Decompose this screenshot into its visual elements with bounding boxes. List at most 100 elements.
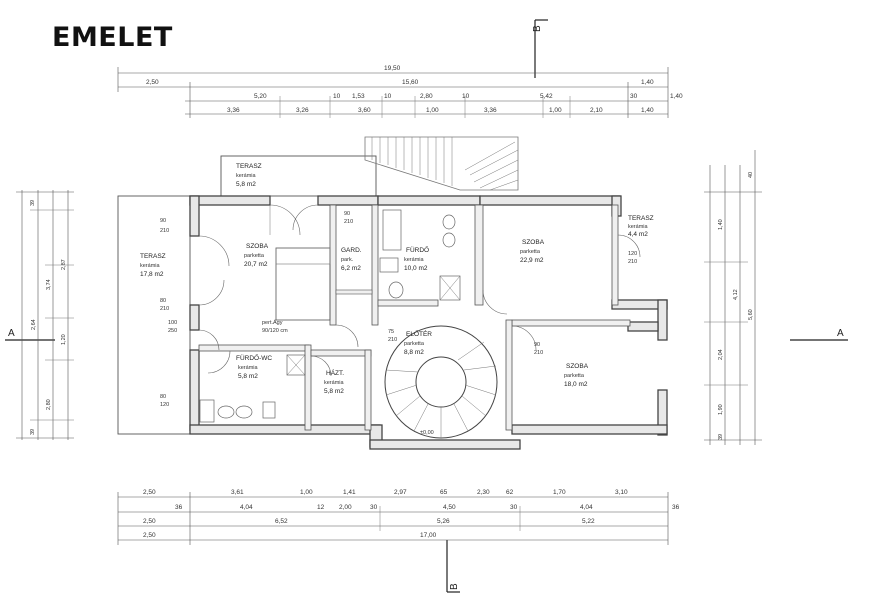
door-tag: 210	[534, 350, 543, 356]
room-szoba1-name: SZOBA	[246, 243, 269, 250]
room-terasz-top-area: 5,8 m2	[236, 181, 256, 188]
terrace-left-outline	[117, 195, 191, 435]
room-terasz-right-floor: kerámia	[628, 224, 649, 230]
dim-bot-r1-1: 3,61	[231, 489, 244, 496]
dim-top-r4-5: 1,00	[549, 107, 562, 114]
dim-top-r2-c: 1,40	[641, 79, 654, 86]
dimension-lines-right: 40 1,40 4,12 5,60 2,04 1,90 39	[704, 150, 762, 445]
door-tag: 210	[160, 306, 169, 312]
room-furdowc-name: FÜRDŐ-WC	[236, 353, 272, 362]
dim-bot-r2-2: 12	[317, 504, 325, 511]
dim-top-r2-a: 2,50	[146, 79, 159, 86]
dim-top-r4-1: 3,26	[296, 107, 309, 114]
room-haztart-floor: kerámia	[324, 380, 345, 386]
room-furdowc-floor: kerámia	[238, 365, 259, 371]
dim-right-5: 1,90	[718, 404, 724, 415]
dim-bot-r1-9: 3,10	[615, 489, 628, 496]
room-gard-name: GARD.	[341, 247, 362, 254]
door-tag: 90	[160, 218, 166, 224]
door-tag: 100	[168, 320, 177, 326]
room-terasz-left-floor: kerámia	[140, 263, 161, 269]
door-tag: 120	[160, 402, 169, 408]
terrace-top-outline	[220, 155, 377, 197]
door-tag: 120	[628, 251, 637, 257]
note-level: ±0,00	[420, 430, 434, 436]
dimension-lines-left: 39 2,64 3,74 2,87 1,20 2,80 39	[16, 190, 74, 440]
section-label-a-left: A	[8, 328, 15, 339]
door-tag: 250	[168, 328, 177, 334]
door-tag: 210	[628, 259, 637, 265]
dim-top-r3-8: 1,40	[670, 93, 683, 100]
dim-top-r2-b: 15,60	[402, 79, 419, 86]
room-furdo-area: 10,0 m2	[404, 265, 428, 272]
door-tag: 210	[344, 219, 353, 225]
dim-right-0: 40	[748, 172, 754, 178]
dim-left-4: 1,20	[61, 334, 67, 345]
dim-bot-r4-1: 17,00	[420, 532, 437, 539]
door-tag: 210	[160, 228, 169, 234]
section-label-b-top: B	[532, 25, 543, 32]
dim-top-r4-4: 3,36	[484, 107, 497, 114]
room-terasz-right-area: 4,4 m2	[628, 231, 648, 238]
interior-walls	[198, 204, 631, 431]
door-tag: 90	[534, 342, 540, 348]
dim-top-r3-4: 2,80	[420, 93, 433, 100]
dim-top-total: 19,50	[384, 65, 401, 72]
door-tag: 80	[160, 394, 166, 400]
dim-left-6: 39	[30, 429, 36, 435]
dim-bot-r1-5: 65	[440, 489, 448, 496]
dim-bot-r3-2: 5,26	[437, 518, 450, 525]
note-bed: pert.Ágy	[262, 319, 283, 326]
dim-bot-r1-0: 2,50	[143, 489, 156, 496]
dim-top-r4-2: 3,60	[358, 107, 371, 114]
door-tag: 90	[344, 211, 350, 217]
room-gard-area: 6,2 m2	[341, 265, 361, 272]
dim-top-r3-5: 10	[462, 93, 470, 100]
exterior-walls	[189, 195, 668, 450]
room-eloter-floor: parketta	[404, 341, 425, 347]
dim-right-6: 39	[718, 434, 724, 440]
room-eloter-area: 8,8 m2	[404, 349, 424, 356]
dim-bot-r3-3: 5,22	[582, 518, 595, 525]
dim-bot-r3-0: 2,50	[143, 518, 156, 525]
dim-bot-r4-0: 2,50	[143, 532, 156, 539]
dim-right-4: 2,04	[718, 349, 724, 360]
dim-bot-r2-6: 30	[510, 504, 518, 511]
dim-bot-r1-3: 1,41	[343, 489, 356, 496]
dim-bot-r1-2: 1,00	[300, 489, 313, 496]
dim-top-r3-7: 30	[630, 93, 638, 100]
dim-bot-r2-0: 36	[175, 504, 183, 511]
dim-bot-r1-7: 62	[506, 489, 514, 496]
dim-top-r3-0: 5,20	[254, 93, 267, 100]
room-szoba1-floor: parketta	[244, 253, 265, 259]
dim-left-1: 2,64	[31, 319, 37, 330]
bathroom-fixtures	[199, 209, 461, 423]
dim-top-r4-7: 1,40	[641, 107, 654, 114]
dim-left-2: 3,74	[46, 279, 52, 290]
room-szoba3-floor: parketta	[564, 373, 585, 379]
room-haztart-name: HÁZT.	[326, 368, 344, 377]
room-szoba2-floor: parketta	[520, 249, 541, 255]
dim-left-0: 39	[30, 200, 36, 206]
door-tag: 75	[388, 329, 394, 335]
dim-right-2: 4,12	[733, 289, 739, 300]
room-eloter-name: ELŐTÉR	[406, 329, 432, 338]
dim-top-r3-6: 5,42	[540, 93, 553, 100]
dim-left-3: 2,87	[61, 259, 67, 270]
door-tag: 210	[388, 337, 397, 343]
dimension-lines-bottom: 2,50 3,61 1,00 1,41 2,97 65 2,30 62 1,70…	[117, 489, 680, 545]
room-szoba3-area: 18,0 m2	[564, 381, 588, 388]
room-szoba3-name: SZOBA	[566, 363, 589, 370]
plan-title: EMELET	[52, 22, 173, 53]
note-bed-size: 90/120 cm	[262, 328, 288, 334]
dim-top-r4-3: 1,00	[426, 107, 439, 114]
room-terasz-right-name: TERASZ	[628, 215, 654, 222]
roof-hatch	[364, 136, 519, 191]
room-szoba1-area: 20,7 m2	[244, 261, 268, 268]
dim-top-r4-0: 3,36	[227, 107, 240, 114]
dim-bot-r3-1: 6,52	[275, 518, 288, 525]
room-szoba2-name: SZOBA	[522, 239, 545, 246]
room-furdo-name: FÜRDŐ	[406, 245, 429, 254]
